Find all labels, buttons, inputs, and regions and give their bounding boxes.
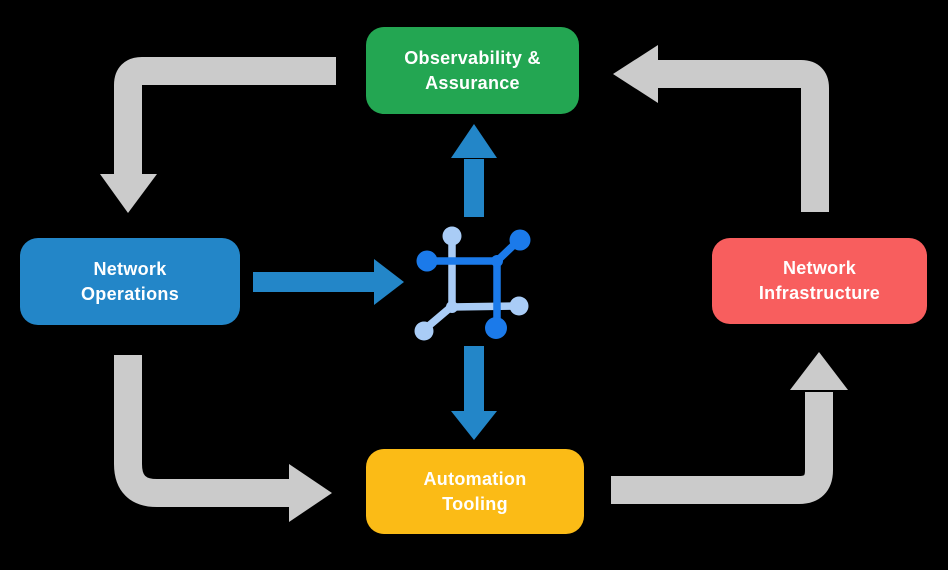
node-label-line: Infrastructure: [758, 283, 881, 303]
node-label-line: Network: [93, 258, 167, 279]
node-label-line: Observability &: [404, 47, 541, 68]
flow-arrow-center-to-observability-head: [451, 124, 497, 158]
icon-junction-top-right-corner: [491, 255, 503, 267]
cycle-arrow-automation-to-infrastructure-head: [790, 352, 848, 390]
node-network-infrastructure: Network Infrastructure: [712, 238, 927, 324]
node-label-line: Assurance: [425, 72, 520, 93]
flow-arrow-operations-to-center-head: [374, 259, 404, 305]
cycle-arrow-observability-to-operations-shaft: [114, 57, 336, 178]
cycle-arrow-shafts: [114, 57, 833, 507]
flow-arrow-shafts: [253, 159, 484, 412]
node-label-line: Automation: [423, 468, 527, 489]
node-label-line: Operations: [80, 283, 180, 304]
cycle-arrow-operations-to-automation-head: [289, 464, 332, 522]
cycle-arrow-operations-to-automation-shaft: [114, 355, 292, 507]
icon-node-top-right: [509, 229, 531, 251]
icon-secondary-nodes: [414, 226, 529, 341]
node-observability-assurance: Observability & Assurance: [366, 27, 579, 114]
node-label-line: Network: [782, 258, 857, 278]
cycle-arrow-automation-to-infrastructure-shaft: [611, 392, 833, 504]
network-automation-icon: [414, 226, 531, 341]
cycle-arrow-heads: [100, 45, 848, 522]
node-network-operations: Network Operations: [20, 238, 240, 325]
cycle-arrow-infrastructure-to-observability-head: [613, 45, 658, 103]
icon-primary-nodes: [416, 229, 531, 339]
flow-arrow-center-to-automation-head: [451, 411, 497, 440]
cycle-arrow-infrastructure-to-observability-shaft: [656, 60, 829, 212]
node-automation-tooling: Automation Tooling: [366, 449, 584, 534]
icon-node-bottom-left: [414, 321, 434, 341]
icon-line-bottom-side: [447, 302, 522, 311]
node-label-line: Tooling: [442, 493, 508, 514]
flow-arrow-heads: [374, 124, 497, 440]
icon-node-right: [509, 296, 529, 316]
cycle-arrow-observability-to-operations-head: [100, 174, 157, 213]
icon-node-left: [416, 250, 438, 272]
icon-node-bottom: [485, 317, 507, 339]
icon-node-top: [442, 226, 462, 246]
icon-junction-bottom-left-corner: [446, 301, 458, 313]
